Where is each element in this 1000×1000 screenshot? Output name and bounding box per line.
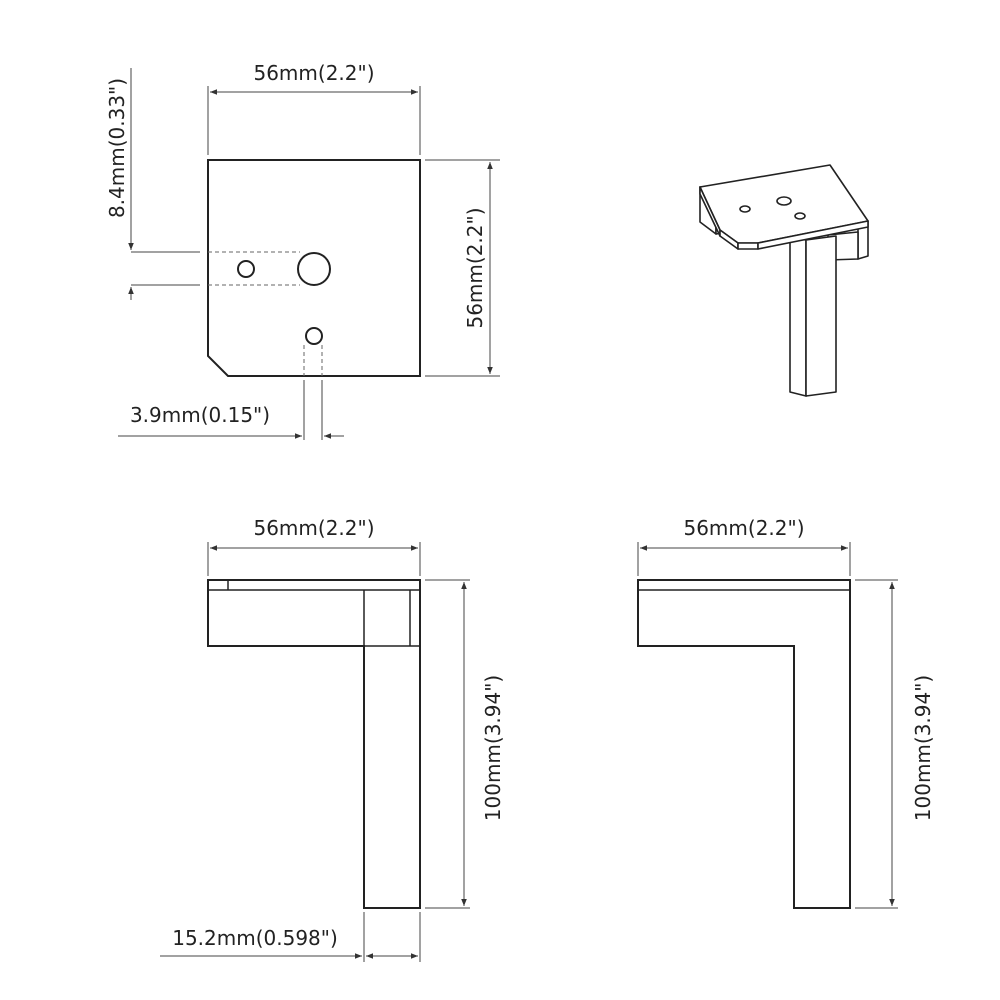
front-width-label: 56mm(2.2") [683,516,804,540]
top-height-label: 56mm(2.2") [463,207,487,328]
side-height-label: 100mm(3.94") [481,675,505,821]
leg-width-label: 15.2mm(0.598") [172,926,338,950]
top-width-label: 56mm(2.2") [253,61,374,85]
iso-small-hole [739,205,751,213]
iso-bottom-hole [794,212,806,220]
hole-offset-label: 8.4mm(0.33") [105,78,129,218]
side-outline [207,579,421,909]
small-hole [237,260,255,278]
front-outline [637,579,851,909]
large-hole [297,252,331,286]
side-width-label: 56mm(2.2") [253,516,374,540]
top-view: 56mm(2.2") 56mm(2.2") 8.4mm(0.33") 3.9mm… [105,61,500,440]
front-view: 56mm(2.2") 100mm(3.94") [637,516,935,909]
bottom-hole [305,327,323,345]
hole-diameter-label: 3.9mm(0.15") [130,403,270,427]
isometric-view [699,164,869,397]
iso-large-hole [776,196,792,206]
side-view: 56mm(2.2") 100mm(3.94") 15.2mm(0.598") [160,516,505,962]
front-height-label: 100mm(3.94") [911,675,935,821]
